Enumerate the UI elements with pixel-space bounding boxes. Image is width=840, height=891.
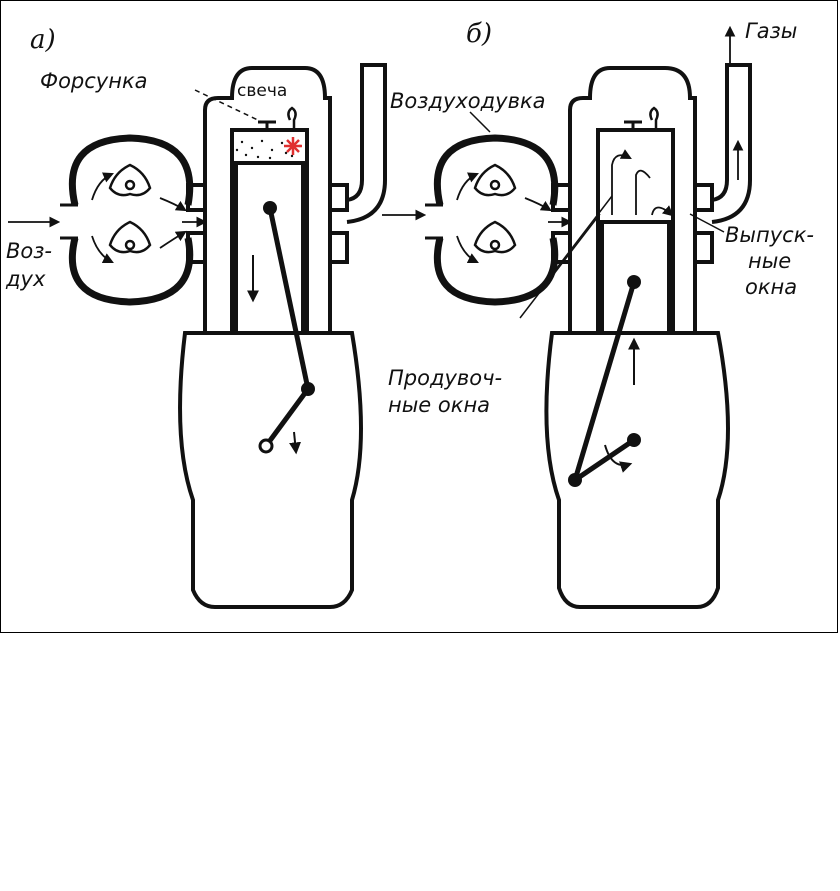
cylinder-head-b xyxy=(568,66,697,333)
crank-rotation-arrow-b xyxy=(604,444,633,473)
blower-housing-b xyxy=(433,134,559,206)
injector-label: Форсунка xyxy=(40,69,148,93)
cylinder-head-a xyxy=(203,66,332,333)
panel-b-label: б) xyxy=(466,19,492,49)
spark-icon xyxy=(284,137,302,155)
panel-b: б) xyxy=(382,19,814,609)
exhaust-pipe-a xyxy=(346,63,387,224)
panel-a-label: а) xyxy=(30,25,56,55)
scavenge-flow-b xyxy=(611,149,674,217)
diagram-frame xyxy=(0,0,838,633)
connecting-rod-a xyxy=(258,201,315,454)
spark-plug-icon xyxy=(287,106,297,130)
blower-inlet-b xyxy=(425,203,443,240)
scavenge-leader-line-1 xyxy=(519,213,601,319)
blower-leader-line xyxy=(469,111,491,133)
blower-housing-a-lower xyxy=(68,237,194,306)
blower-label: Воздуходувка xyxy=(390,89,546,113)
exhaust-leader-line xyxy=(689,213,725,233)
air-label-line1: Воз- xyxy=(6,239,52,263)
crankcase-a xyxy=(178,331,363,609)
exhaust-ports-a xyxy=(330,183,349,264)
blower-inlet-a xyxy=(60,203,78,240)
blower-housing-a xyxy=(68,134,194,206)
blower-rotors-a xyxy=(108,163,152,254)
exhaust-pipe-b xyxy=(711,63,752,224)
scavenge-leader-line-2 xyxy=(539,195,613,291)
gases-label: Газы xyxy=(745,19,797,43)
scavenge-ports-label-line2: ные окна xyxy=(388,393,490,417)
scavenge-ports-label-line1: Продувоч- xyxy=(388,366,502,390)
blower-rotors-b xyxy=(473,163,517,254)
exhaust-ports-label-line3: окна xyxy=(745,275,797,299)
spark-plug-label: свеча xyxy=(237,81,287,101)
injector-leader-line xyxy=(194,89,263,123)
connecting-rod-b xyxy=(568,275,641,487)
spark-plug-icon-b xyxy=(649,106,659,130)
panel-a: а) xyxy=(5,25,387,609)
exhaust-ports-b xyxy=(695,183,714,264)
crankcase-b xyxy=(544,331,730,609)
air-label-line2: дух xyxy=(5,267,46,291)
air-flow-arrows-b xyxy=(382,172,573,263)
exhaust-ports-label-line1: Выпуск- xyxy=(725,223,814,247)
exhaust-ports-label-line2: ные xyxy=(748,249,791,273)
injector-icon-b xyxy=(624,120,642,132)
blower-housing-b-lower xyxy=(433,237,559,306)
air-flow-arrows-a xyxy=(8,172,208,263)
crank-rotation-arrow-a xyxy=(289,431,302,455)
